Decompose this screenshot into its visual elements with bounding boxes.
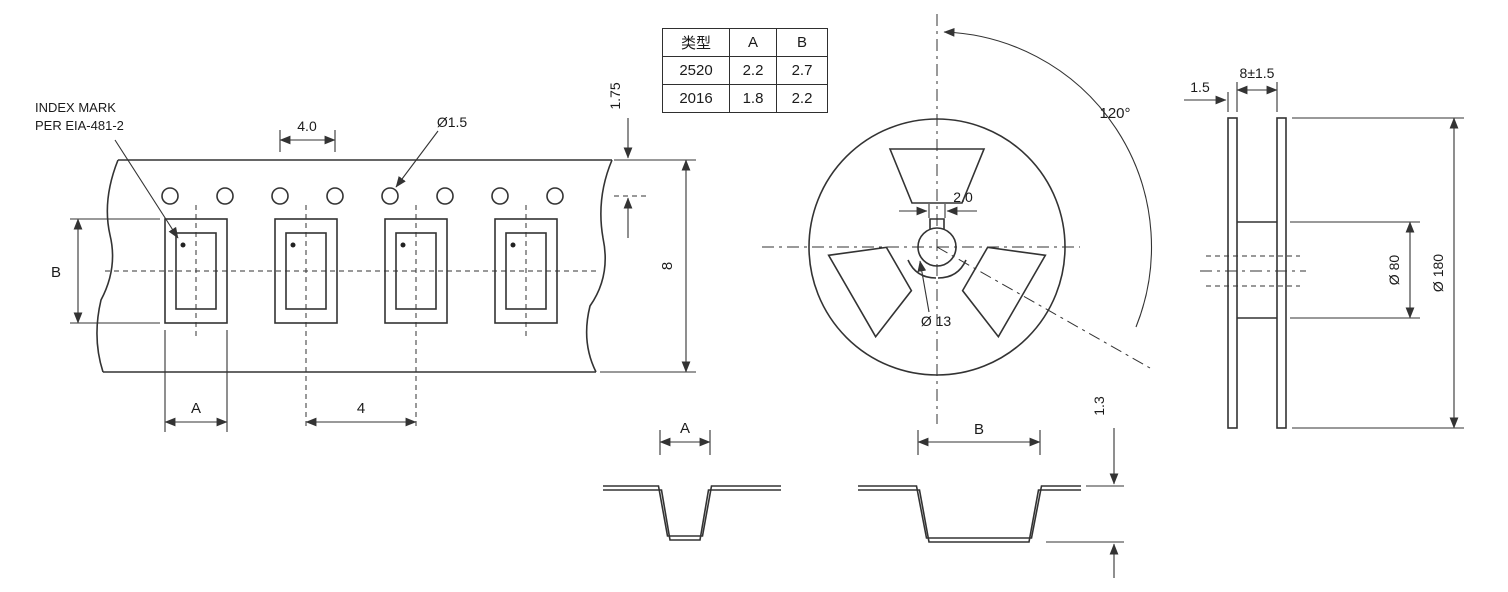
size-table-header-type: 类型: [662, 28, 730, 57]
section-b-label: B: [974, 421, 984, 438]
hub-hole-circle: [917, 227, 957, 267]
index-mark-dot: [400, 242, 406, 248]
table-cell-type-2016: 2016: [662, 84, 730, 113]
reel-diagonal-centerline: [936, 246, 1151, 369]
hub-diameter-label: Ø 80: [1386, 255, 1402, 286]
section-a-label: A: [680, 420, 690, 437]
reel-window: [827, 246, 913, 339]
section-b-profile-outer: [858, 485, 1081, 539]
size-table-row-2520: 2520 2.2 2.7: [662, 56, 828, 85]
dim-pocket-pitch: 4: [305, 400, 417, 427]
index-mark-dot: [180, 242, 186, 248]
section-b-view: B 1.3: [858, 396, 1124, 578]
reel-side-view: 1.5 8±1.5 Ø 80 Ø 180: [1184, 65, 1464, 429]
index-mark-dot: [510, 242, 516, 248]
pocket-1: [164, 205, 228, 337]
size-table-header-b: B: [776, 28, 828, 57]
section-b-profile-inner: [858, 489, 1081, 543]
table-cell-a-2016: 1.8: [729, 84, 777, 113]
carrier-tape-view: INDEX MARK PER EIA-481-2 4.0 Ø1.5 B: [35, 82, 696, 432]
window-angle-label: 120°: [1099, 105, 1130, 122]
dim-pocket-length: A: [164, 330, 228, 432]
size-table-row-2016: 2016 1.8 2.2: [662, 84, 828, 113]
table-cell-b-2016: 2.2: [776, 84, 828, 113]
table-cell-b-2520: 2.7: [776, 56, 828, 85]
pocket-pitch-label: 4: [357, 400, 365, 417]
reel-outer-circle: [808, 118, 1066, 376]
reel-window: [888, 148, 986, 204]
index-mark-label-line1: INDEX MARK: [35, 100, 116, 115]
tape-right-torn-edge: [585, 159, 613, 373]
index-mark-dot: [290, 242, 296, 248]
sprocket-hole: [161, 187, 179, 205]
dim-section-depth: 1.3: [1046, 396, 1124, 578]
reel-windows: [827, 148, 1047, 339]
size-table-header-row: 类型 A B: [662, 28, 828, 57]
right-flange: [1276, 117, 1287, 429]
sprocket-hole: [381, 187, 399, 205]
section-a-profile-outer: [603, 485, 781, 537]
sprocket-hole: [216, 187, 234, 205]
dim-hole-pitch: 4.0: [279, 118, 336, 152]
dim-section-b: B: [917, 421, 1041, 455]
flange-diameter-label: Ø 180: [1430, 254, 1446, 292]
table-cell-type-2520: 2520: [662, 56, 730, 85]
edge-to-hole-label: 1.75: [607, 82, 623, 109]
tape-width-label: 8: [659, 262, 676, 270]
key-slot-width-label: 2.0: [953, 189, 973, 205]
hole-diameter-label: Ø1.5: [437, 114, 468, 130]
flange-thickness-label: 1.5: [1190, 79, 1210, 95]
reel-front-view: 120° 2.0 Ø 13: [762, 14, 1153, 424]
dim-pocket-width: B: [51, 218, 160, 324]
dim-hole-diameter: Ø1.5: [395, 114, 468, 188]
hub-hole-diameter-label: Ø 13: [921, 313, 952, 329]
dim-flange-diameter: Ø 180: [1292, 117, 1464, 429]
hole-pitch-label: 4.0: [297, 118, 317, 134]
sprocket-hole: [491, 187, 509, 205]
section-a-profile-inner: [603, 489, 781, 541]
left-flange: [1227, 117, 1238, 429]
pocket-3: [384, 205, 448, 430]
pocket-2: [274, 205, 338, 430]
section-a-view: A: [603, 420, 781, 541]
size-table-header-a: A: [729, 28, 777, 57]
size-table: 类型 A B 2520 2.2 2.7 2016 1.8 2.2: [662, 28, 828, 113]
sprocket-hole: [436, 187, 454, 205]
dim-section-a: A: [659, 420, 711, 455]
hub-key-slot: [929, 218, 945, 230]
dim-window-angle: 120°: [943, 27, 1153, 328]
dim-hub-hole: Ø 13: [917, 260, 952, 329]
table-cell-a-2520: 2.2: [729, 56, 777, 85]
dim-hub-diameter: Ø 80: [1290, 221, 1420, 319]
index-mark-label-line2: PER EIA-481-2: [35, 118, 124, 133]
dim-flange-thickness: 1.5: [1184, 79, 1229, 112]
dim-reel-width: 8±1.5: [1236, 65, 1278, 112]
reel-width-label: 8±1.5: [1240, 65, 1275, 81]
pocket-4: [494, 205, 558, 337]
reel-window: [961, 246, 1047, 339]
section-depth-label: 1.3: [1091, 396, 1107, 416]
sprocket-holes: [161, 187, 564, 205]
sprocket-hole: [271, 187, 289, 205]
dim-tape-width: 8: [600, 159, 696, 373]
dim-key-slot: 2.0: [899, 189, 977, 218]
pocket-width-label: B: [51, 264, 61, 281]
tape-left-torn-edge: [96, 159, 119, 373]
sprocket-hole: [326, 187, 344, 205]
pocket-length-label: A: [191, 400, 201, 417]
reel-hub: [907, 218, 967, 279]
sprocket-hole: [546, 187, 564, 205]
index-mark-callout: INDEX MARK PER EIA-481-2: [35, 100, 179, 239]
